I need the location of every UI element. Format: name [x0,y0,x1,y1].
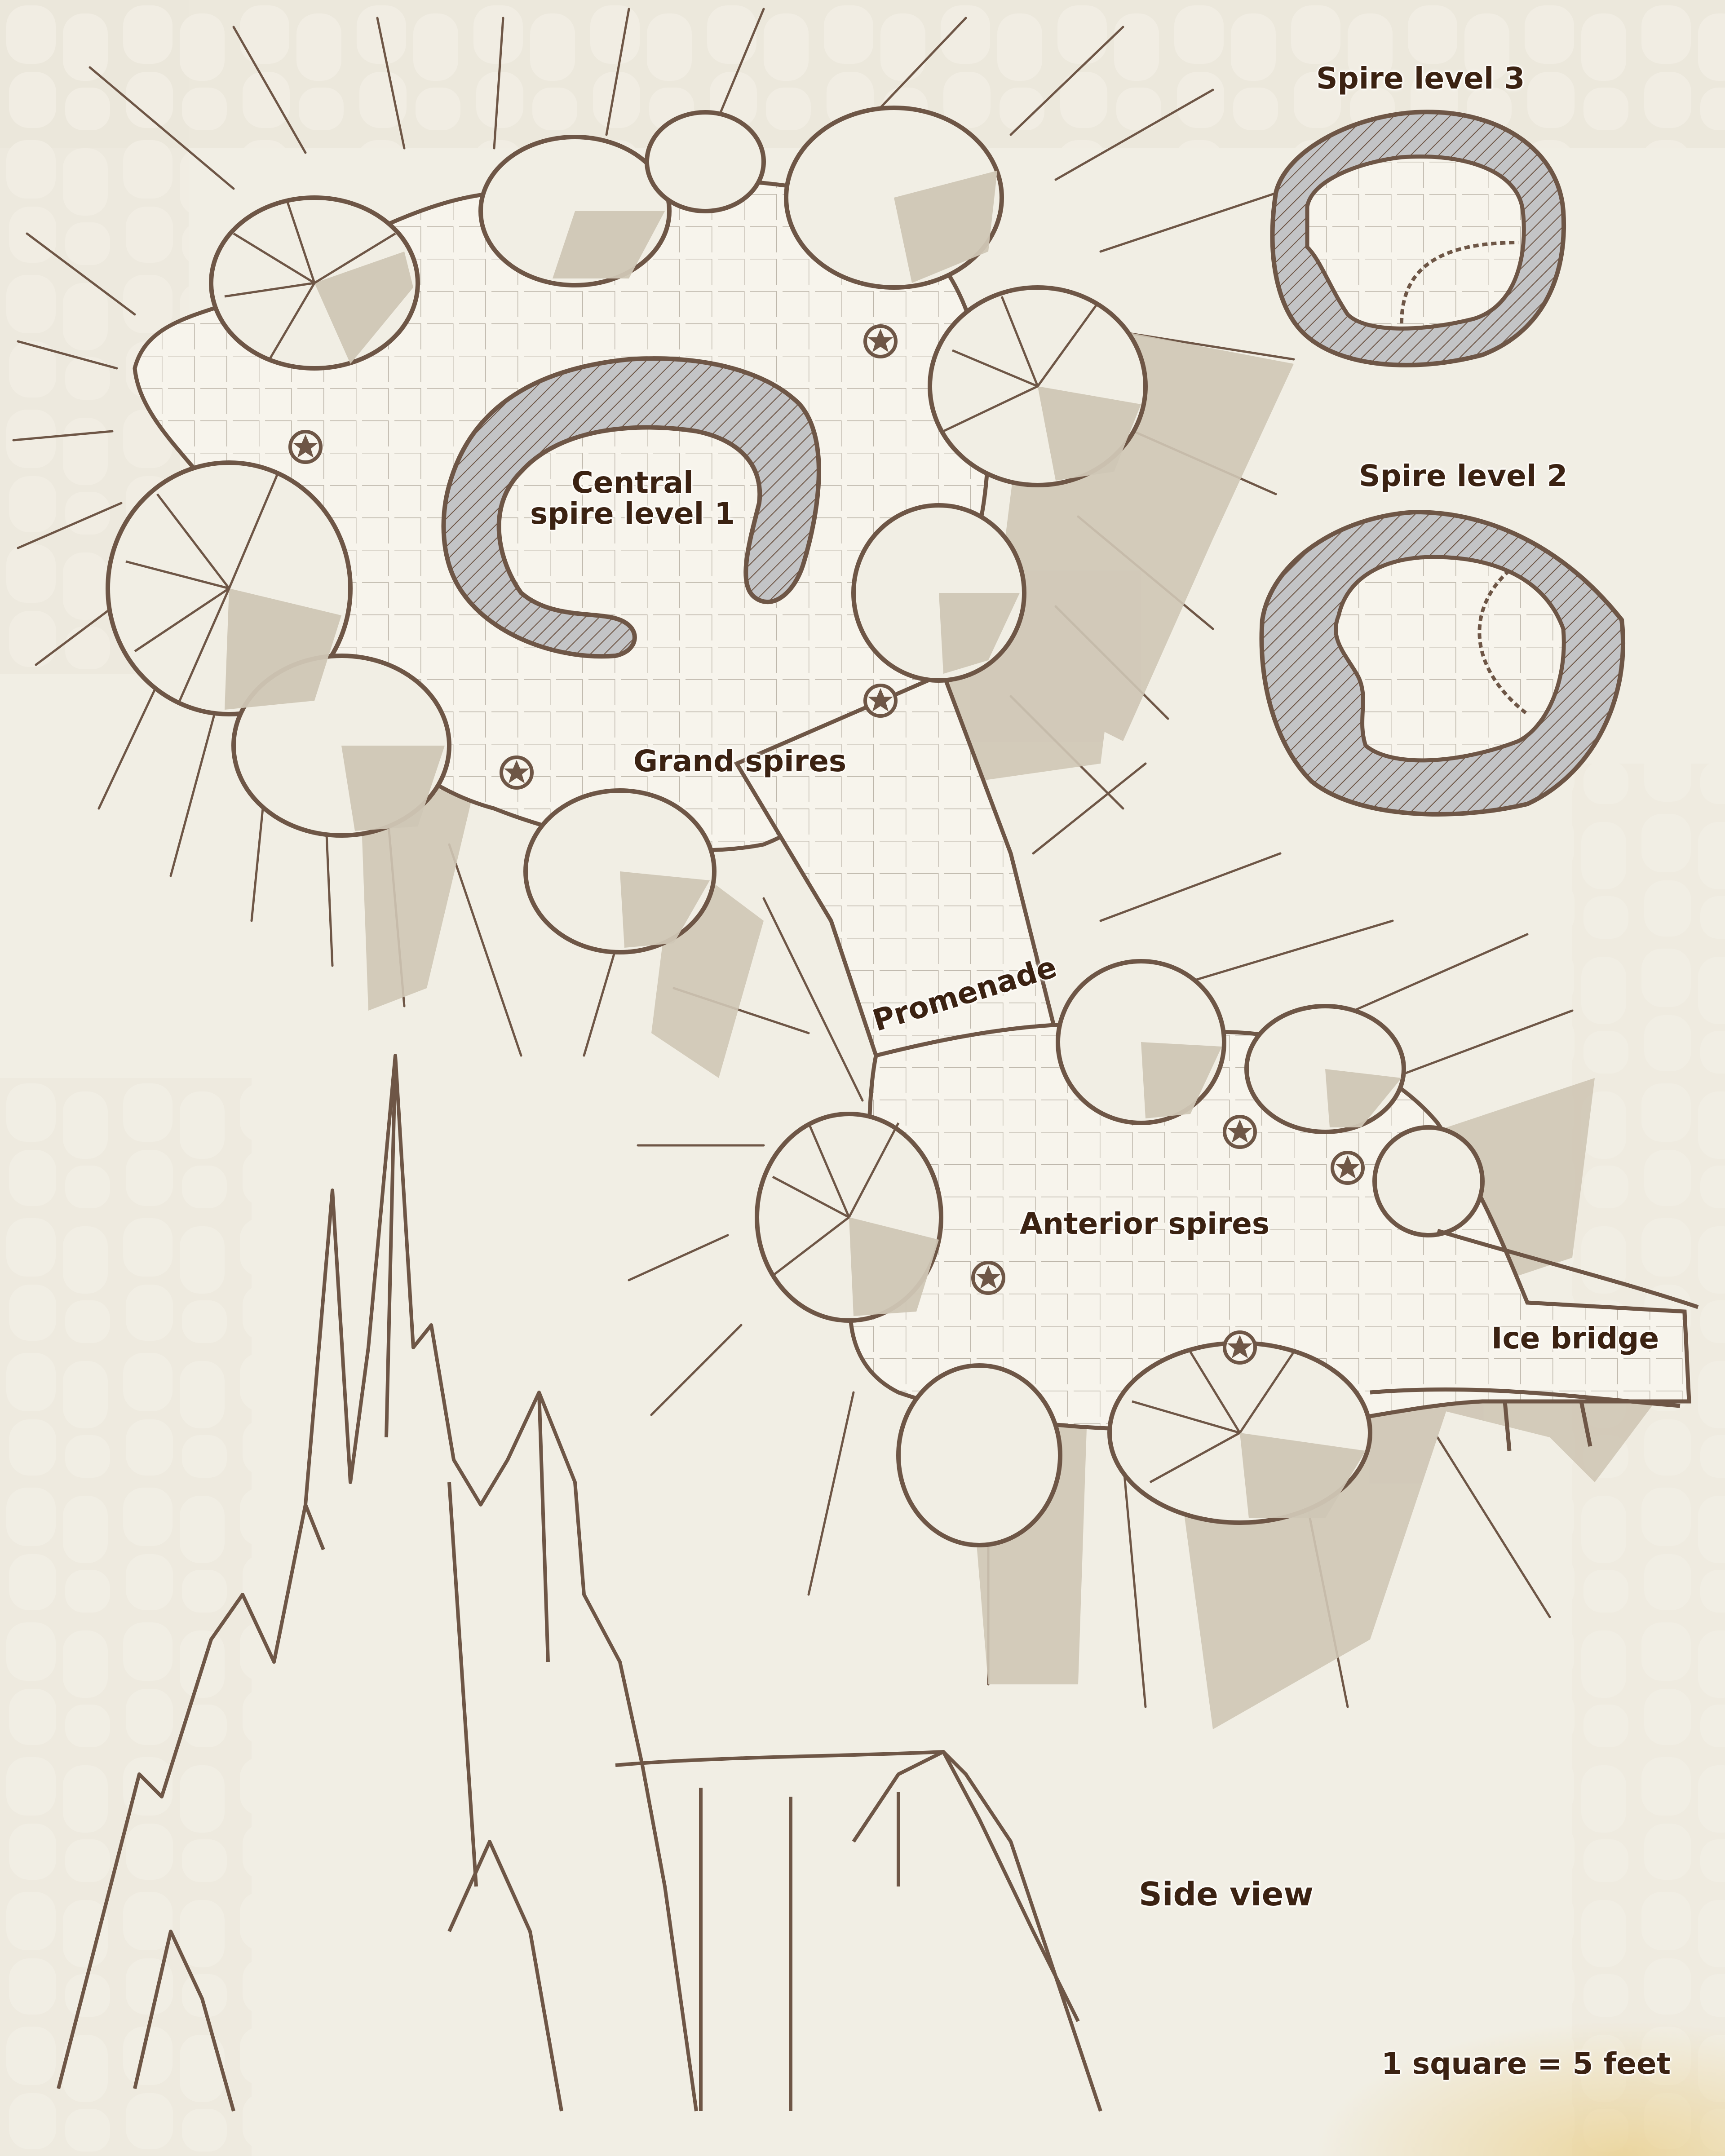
star-in-circle-icon [973,1263,1004,1293]
spire-level-3-plan [1270,110,1566,367]
star-in-circle-icon [1225,1117,1255,1147]
spire-level-2-plan [1259,509,1625,817]
ice-bridge [1370,1228,1699,1451]
label-grand-spires: Grand spires [633,744,847,778]
scale-legend: 1 square = 5 feet [1381,2046,1671,2081]
star-in-circle-icon [290,432,321,462]
label-anterior-spires: Anterior spires [1020,1206,1270,1241]
star-in-circle-icon [501,757,532,788]
label-spire-level-3: Spire level 3 [1316,61,1525,96]
label-ice-bridge: Ice bridge [1491,1321,1659,1356]
label-side-view: Side view [1139,1875,1314,1913]
side-view-drawing [57,1054,1102,2112]
label-central-spire-line1: Central [571,465,694,500]
label-central-spire: Central spire level 1 [530,467,735,530]
star-in-circle-icon [865,326,896,357]
star-in-circle-icon [1332,1153,1363,1183]
cone-ridges [125,202,1295,1484]
label-spire-level-2: Spire level 2 [1359,459,1568,493]
star-in-circle-icon [865,685,896,716]
central-spire-wall [441,356,821,659]
label-central-spire-line2: spire level 1 [530,496,735,531]
star-in-circle-icon [1225,1332,1255,1363]
cone-shading [225,171,1402,1518]
